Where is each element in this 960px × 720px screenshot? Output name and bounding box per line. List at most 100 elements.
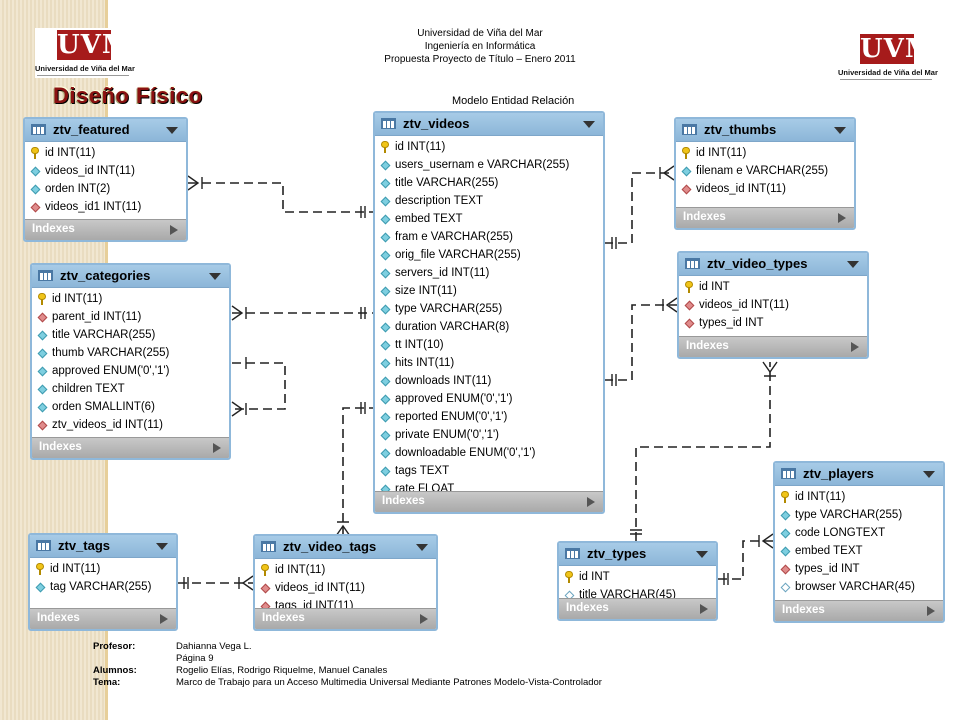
column-row[interactable]: orden SMALLINT(6) <box>32 398 229 416</box>
table-header[interactable]: ztv_video_types <box>679 253 867 276</box>
collapse-caret-icon[interactable] <box>834 127 846 134</box>
column-row[interactable]: videos_id INT(11) <box>25 162 186 180</box>
column-row[interactable]: parent_id INT(11) <box>32 308 229 326</box>
rel-categories-self <box>232 362 286 410</box>
column-row[interactable]: title VARCHAR(255) <box>32 326 229 344</box>
expand-arrow-icon[interactable] <box>851 342 859 352</box>
expand-arrow-icon[interactable] <box>420 614 428 624</box>
column-row[interactable]: tag VARCHAR(255) <box>30 578 176 596</box>
column-row[interactable]: id INT(11) <box>25 144 186 162</box>
table-header[interactable]: ztv_thumbs <box>676 119 854 142</box>
column-row[interactable]: reported ENUM('0','1') <box>375 408 603 426</box>
profesor-name: Dahianna Vega L. <box>176 641 252 652</box>
expand-arrow-icon[interactable] <box>700 604 708 614</box>
column-row[interactable]: videos_id INT(11) <box>679 296 867 314</box>
column-row[interactable]: orden INT(2) <box>25 180 186 198</box>
table-ztv-thumbs[interactable]: ztv_thumbs id INT(11)filenam e VARCHAR(2… <box>674 117 856 230</box>
column-row[interactable]: embed TEXT <box>775 542 943 560</box>
table-ztv-players[interactable]: ztv_players id INT(11)type VARCHAR(255)c… <box>773 461 945 623</box>
indexes-bar[interactable]: Indexes <box>775 600 943 621</box>
collapse-caret-icon[interactable] <box>696 551 708 558</box>
expand-arrow-icon[interactable] <box>160 614 168 624</box>
column-row[interactable]: id INT(11) <box>255 561 436 579</box>
table-header[interactable]: ztv_video_tags <box>255 536 436 559</box>
column-row[interactable]: thumb VARCHAR(255) <box>32 344 229 362</box>
column-row[interactable]: videos_id1 INT(11) <box>25 198 186 216</box>
collapse-caret-icon[interactable] <box>209 273 221 280</box>
indexes-bar[interactable]: Indexes <box>32 437 229 458</box>
indexes-bar[interactable]: Indexes <box>25 219 186 240</box>
column-row[interactable]: code LONGTEXT <box>775 524 943 542</box>
indexes-bar[interactable]: Indexes <box>30 608 176 629</box>
collapse-caret-icon[interactable] <box>583 121 595 128</box>
collapse-caret-icon[interactable] <box>923 471 935 478</box>
column-row[interactable]: types_id INT <box>775 560 943 578</box>
column-row[interactable]: videos_id INT(11) <box>255 579 436 597</box>
column-text: tt INT(10) <box>395 339 444 351</box>
column-row[interactable]: type VARCHAR(255) <box>775 506 943 524</box>
table-ztv-featured[interactable]: ztv_featured id INT(11)videos_id INT(11)… <box>23 117 188 242</box>
expand-arrow-icon[interactable] <box>170 225 178 235</box>
table-header[interactable]: ztv_players <box>775 463 943 486</box>
column-row[interactable]: id INT <box>559 568 716 586</box>
column-row[interactable]: title VARCHAR(255) <box>375 174 603 192</box>
column-row[interactable]: private ENUM('0','1') <box>375 426 603 444</box>
expand-arrow-icon[interactable] <box>587 497 595 507</box>
column-row[interactable]: servers_id INT(11) <box>375 264 603 282</box>
column-row[interactable]: id INT(11) <box>375 138 603 156</box>
indexes-bar[interactable]: Indexes <box>676 207 854 228</box>
column-row[interactable]: types_id INT <box>679 314 867 332</box>
column-row[interactable]: users_usernam e VARCHAR(255) <box>375 156 603 174</box>
table-header[interactable]: ztv_tags <box>30 535 176 558</box>
column-row[interactable]: duration VARCHAR(8) <box>375 318 603 336</box>
table-header[interactable]: ztv_videos <box>375 113 603 136</box>
column-row[interactable]: id INT(11) <box>30 560 176 578</box>
table-ztv-video-tags[interactable]: ztv_video_tags id INT(11)videos_id INT(1… <box>253 534 438 631</box>
column-row[interactable]: type VARCHAR(255) <box>375 300 603 318</box>
table-ztv-tags[interactable]: ztv_tags id INT(11)tag VARCHAR(255) Inde… <box>28 533 178 631</box>
expand-arrow-icon[interactable] <box>213 443 221 453</box>
column-row[interactable]: tags TEXT <box>375 462 603 480</box>
column-row[interactable]: size INT(11) <box>375 282 603 300</box>
collapse-caret-icon[interactable] <box>847 261 859 268</box>
column-row[interactable]: id INT(11) <box>676 144 854 162</box>
column-row[interactable]: approved ENUM('0','1') <box>375 390 603 408</box>
collapse-caret-icon[interactable] <box>156 543 168 550</box>
table-ztv-videos[interactable]: ztv_videos id INT(11)users_usernam e VAR… <box>373 111 605 514</box>
column-row[interactable]: orig_file VARCHAR(255) <box>375 246 603 264</box>
indexes-bar[interactable]: Indexes <box>255 608 436 629</box>
bar-videos-videotags <box>360 402 366 414</box>
column-row[interactable]: id INT(11) <box>32 290 229 308</box>
column-row[interactable]: hits INT(11) <box>375 354 603 372</box>
column-row[interactable]: filenam e VARCHAR(255) <box>676 162 854 180</box>
column-row[interactable]: fram e VARCHAR(255) <box>375 228 603 246</box>
column-row[interactable]: downloadable ENUM('0','1') <box>375 444 603 462</box>
expand-arrow-icon[interactable] <box>838 213 846 223</box>
table-ztv-categories[interactable]: ztv_categories id INT(11)parent_id INT(1… <box>30 263 231 460</box>
column-icon <box>380 214 391 225</box>
column-row[interactable]: children TEXT <box>32 380 229 398</box>
column-row[interactable]: id INT <box>679 278 867 296</box>
column-row[interactable]: videos_id INT(11) <box>676 180 854 198</box>
column-icon <box>380 466 391 477</box>
column-row[interactable]: ztv_videos_id INT(11) <box>32 416 229 434</box>
indexes-bar[interactable]: Indexes <box>559 598 716 619</box>
collapse-caret-icon[interactable] <box>416 544 428 551</box>
column-row[interactable]: tt INT(10) <box>375 336 603 354</box>
column-row[interactable]: approved ENUM('0','1') <box>32 362 229 380</box>
column-row[interactable]: browser VARCHAR(45) <box>775 578 943 596</box>
indexes-bar[interactable]: Indexes <box>375 491 603 512</box>
table-header[interactable]: ztv_featured <box>25 119 186 142</box>
column-row[interactable]: description TEXT <box>375 192 603 210</box>
table-header[interactable]: ztv_categories <box>32 265 229 288</box>
table-header[interactable]: ztv_types <box>559 543 716 566</box>
column-row[interactable]: embed TEXT <box>375 210 603 228</box>
column-row[interactable]: downloads INT(11) <box>375 372 603 390</box>
table-name: ztv_players <box>803 466 874 481</box>
indexes-bar[interactable]: Indexes <box>679 336 867 357</box>
column-row[interactable]: id INT(11) <box>775 488 943 506</box>
expand-arrow-icon[interactable] <box>927 606 935 616</box>
collapse-caret-icon[interactable] <box>166 127 178 134</box>
